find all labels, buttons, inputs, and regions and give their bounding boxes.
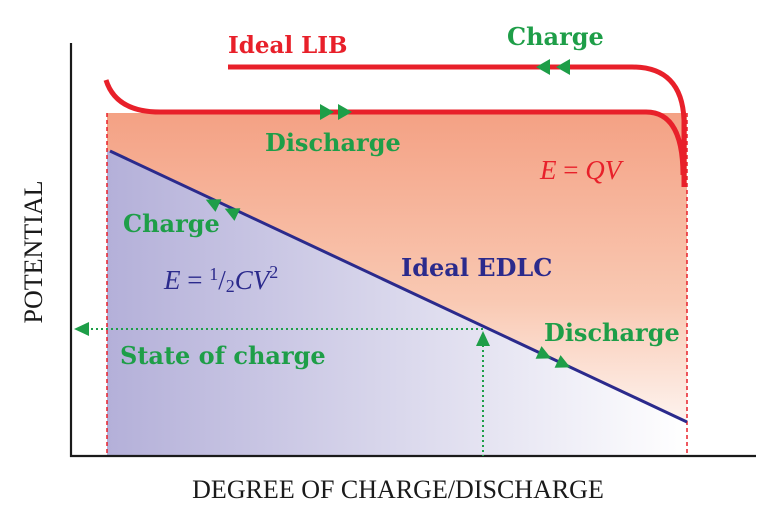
- soc-up-arrow: [476, 331, 490, 346]
- lib-energy-equation: E = QV: [539, 155, 625, 185]
- edlc-charge-label: Charge: [123, 209, 220, 238]
- lib-discharge-arrow-1: [320, 104, 334, 120]
- edlc-charge-arrow-1: [205, 199, 222, 212]
- lib-charge-curve: [228, 64, 687, 187]
- y-axis-label: POTENTIAL: [19, 181, 48, 324]
- lib-discharge-arrow-2: [338, 104, 352, 120]
- edlc-energy-equation: E = 1/2CV2: [163, 262, 278, 296]
- x-axis-label: DEGREE OF CHARGE/DISCHARGE: [192, 475, 604, 504]
- edlc-discharge-arrow-2: [554, 355, 571, 368]
- lib-charge-label: Charge: [507, 22, 604, 51]
- lib-title: Ideal LIB: [228, 32, 348, 59]
- edlc-charge-arrow-2: [224, 208, 241, 221]
- edlc-discharge-label: Discharge: [544, 318, 680, 347]
- lib-charge-arrow-1: [536, 59, 550, 75]
- soc-left-arrow: [74, 322, 89, 336]
- lib-discharge-curve: [103, 79, 686, 176]
- edlc-line: [109, 149, 688, 424]
- lib-discharge-label: Discharge: [265, 128, 401, 157]
- state-of-charge-label: State of charge: [120, 341, 326, 370]
- edlc-title: Ideal EDLC: [401, 253, 552, 282]
- lib-charge-arrow-2: [556, 59, 570, 75]
- edlc-energy-region: [107, 150, 687, 456]
- edlc-discharge-arrow-1: [535, 346, 552, 359]
